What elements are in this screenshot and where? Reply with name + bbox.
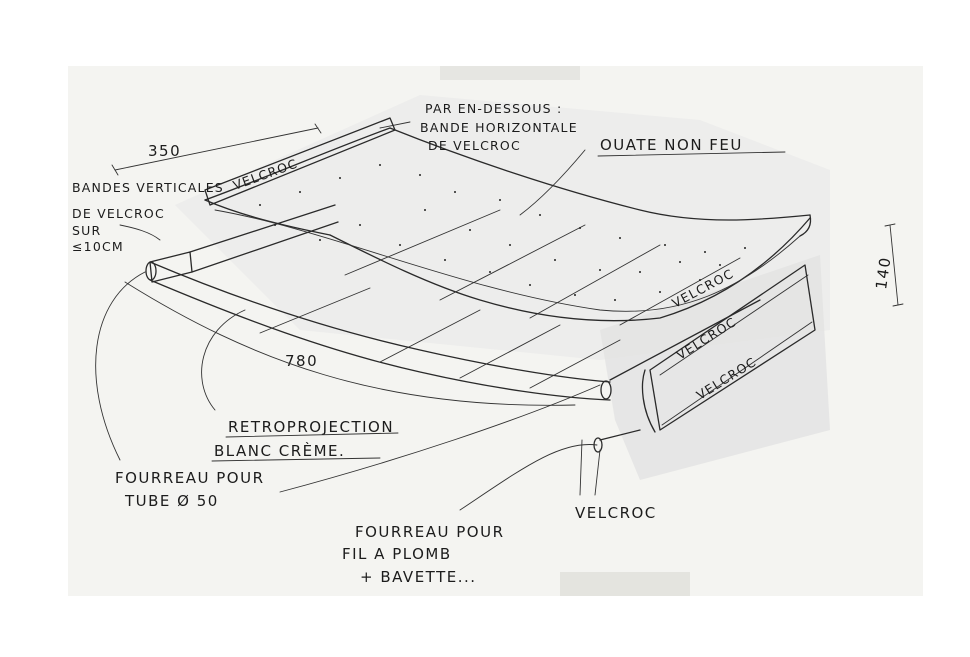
label-fourreau-tube: FOURREAU POUR TUBE Ø 50 [115, 469, 265, 510]
dimension-140: 140 [872, 223, 904, 307]
fourreau-tube-line-2: TUBE Ø 50 [124, 492, 219, 510]
fourreau-fil-line-2: FIL A PLOMB [342, 545, 452, 563]
stipple [259, 164, 746, 301]
tape-bottom [560, 572, 690, 596]
dimension-780: 780 [285, 352, 318, 370]
label-fourreau-fil: FOURREAU POUR FIL A PLOMB + BAVETTE... [342, 523, 505, 586]
retro-line-2: BLANC CRÈME. [214, 441, 345, 460]
fourreau-fil-line-3: + BAVETTE... [360, 568, 477, 586]
label-bandes-verticales: BANDES VERTICALES DE VELCROC SUR ≤10CM [72, 180, 224, 254]
fourreau-tube-line-1: FOURREAU POUR [115, 469, 265, 487]
label-par-en-dessous: PAR EN-DESSOUS : BANDE HORIZONTALE DE VE… [420, 101, 578, 153]
label-ouate: OUATE NON FEU [597, 136, 786, 157]
tracing-overlay-main [175, 95, 830, 360]
bandes-line-1: BANDES VERTICALES [72, 180, 224, 195]
tape-top [440, 66, 580, 80]
leader-lines [95, 121, 601, 511]
label-velcroc-bottom: VELCROC [575, 504, 657, 522]
top-panel [204, 117, 812, 326]
lower-screen [145, 204, 621, 401]
retro-line-1: RETROPROJECTION [228, 418, 394, 436]
bandes-line-2: DE VELCROC [72, 206, 165, 221]
ouate-text: OUATE NON FEU [600, 136, 743, 154]
dimension-350: 350 [111, 123, 322, 176]
velcroc-bottom-text: VELCROC [575, 504, 657, 522]
tracing-overlay-side [600, 255, 830, 480]
dim-780-label: 780 [285, 352, 318, 370]
dim-350-label: 350 [148, 142, 181, 160]
bandes-line-3: SUR [72, 223, 101, 238]
fourreau-fil-line-1: FOURREAU POUR [355, 523, 505, 541]
par-line-3: DE VELCROC [428, 138, 521, 153]
dim-140-label: 140 [872, 255, 894, 290]
label-retroprojection: RETROPROJECTION BLANC CRÈME. [211, 418, 399, 462]
bandes-line-4: ≤10CM [72, 239, 124, 254]
par-line-1: PAR EN-DESSOUS : [425, 101, 562, 116]
par-line-2: BANDE HORIZONTALE [420, 120, 578, 135]
